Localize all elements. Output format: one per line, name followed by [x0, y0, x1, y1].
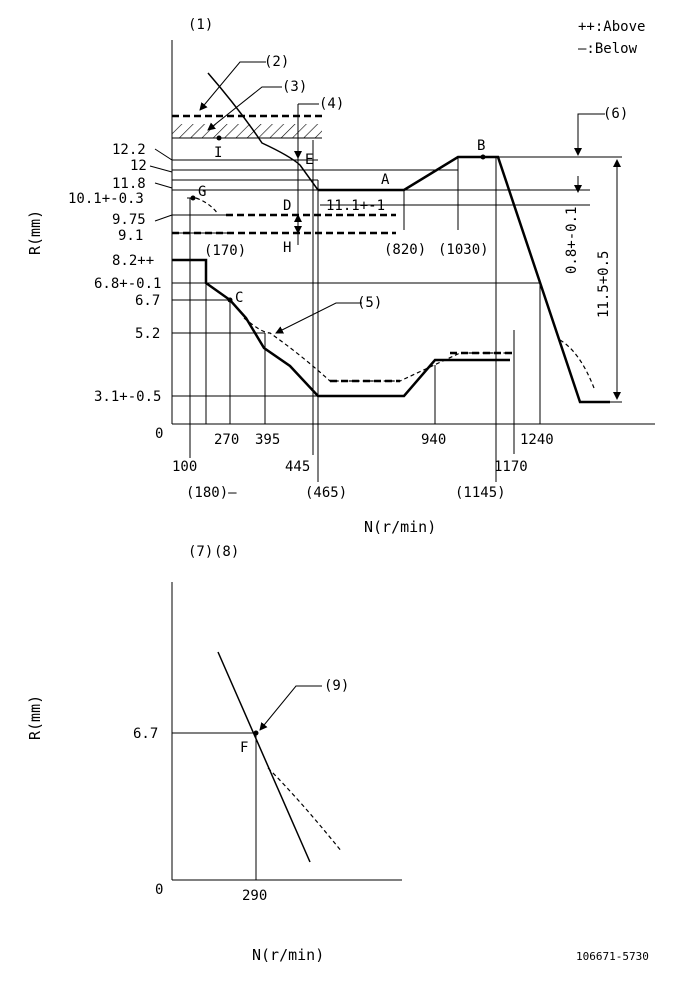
callout-1: (1) [188, 17, 213, 33]
label-170: (170) [204, 243, 246, 259]
point-c [227, 297, 233, 303]
leader-11-8 [154, 182, 173, 189]
xlabel-395: 395 [255, 432, 280, 448]
point-label-c: C [235, 290, 243, 306]
origin-bottom: 0 [155, 882, 163, 898]
bottom-ylabel: R(mm) [26, 695, 44, 740]
label-dim-big: 11.5+0.5 [596, 251, 612, 318]
point-label-a: A [381, 172, 390, 188]
idle-curve-solid [172, 258, 510, 398]
callout-9-leader [259, 685, 322, 731]
callout-9: (9) [324, 678, 349, 694]
bottom-ylabel-6-7: 6.7 [133, 726, 158, 742]
point-label-h: H [283, 240, 291, 256]
xlabel-270: 270 [214, 432, 239, 448]
point-b [480, 154, 486, 160]
top-chart: (1) (2) (3) (4) (5) (6) ++:Above —:Below… [26, 17, 655, 536]
point-label-d: D [283, 198, 291, 214]
top-xlabel: N(r/min) [364, 518, 436, 536]
ylabel-10-1: 10.1+-0.3 [68, 191, 144, 207]
xlabel-465: (465) [305, 485, 347, 501]
label-820: (820) [384, 242, 426, 258]
bottom-xlabel: N(r/min) [252, 946, 324, 964]
ylabel-9-75: 9.75 [112, 212, 146, 228]
high-end-dashed [559, 339, 595, 389]
label-11-1: 11.1+-1 [326, 198, 385, 214]
ylabel-12-2: 12.2 [112, 142, 146, 158]
callout-2-leader [199, 61, 266, 111]
ylabel-5-2: 5.2 [135, 326, 160, 342]
ylabel-6-7: 6.7 [135, 293, 160, 309]
ylabel-8-2: 8.2++ [112, 253, 154, 269]
bottom-xlabel-290: 290 [242, 888, 267, 904]
idle-curve-dashed [243, 317, 512, 382]
xlabel-940: 940 [421, 432, 446, 448]
origin-top: 0 [155, 426, 163, 442]
callout-2: (2) [264, 54, 289, 70]
xlabel-1170: 1170 [494, 459, 528, 475]
point-label-e: E [305, 152, 313, 168]
part-number: 106671-5730 [576, 950, 649, 963]
xlabel-445: 445 [285, 459, 310, 475]
point-label-f: F [240, 740, 248, 756]
xlabel-1240: 1240 [520, 432, 554, 448]
label-dim-small: 0.8+-0.1 [564, 207, 580, 274]
leader-12 [149, 165, 173, 173]
bottom-chart: (7) (8) (9) F 6.7 290 0 R(mm) N(r/min) [26, 544, 402, 964]
callout-4: (4) [319, 96, 344, 112]
upper-governor-curve [207, 72, 319, 191]
point-f [253, 730, 259, 736]
legend-above: ++:Above [578, 19, 645, 35]
xlabel-100: 100 [172, 459, 197, 475]
point-i [216, 135, 222, 141]
callout-6-leader [577, 113, 605, 148]
curve-g-dashed [195, 197, 219, 215]
characteristic-line-solid [217, 651, 311, 863]
callout-3-leader [207, 86, 282, 131]
callout-5-leader [275, 302, 362, 334]
callout-3: (3) [282, 79, 307, 95]
ylabel-3-1: 3.1+-0.5 [94, 389, 161, 405]
point-label-g: G [198, 184, 206, 200]
point-label-i: I [214, 145, 222, 161]
point-g [190, 195, 196, 201]
leader-9-75 [154, 214, 173, 222]
full-load-curve [318, 155, 610, 404]
legend-below: —:Below [578, 41, 638, 57]
characteristic-line-dashed [267, 767, 343, 853]
callout-7: (7) [188, 544, 213, 560]
ylabel-9-1: 9.1 [118, 228, 143, 244]
leader-12-2 [154, 148, 318, 161]
ylabel-11-8: 11.8 [112, 176, 146, 192]
point-label-b: B [477, 138, 485, 154]
xlabel-180: (180)— [186, 485, 237, 501]
hatched-zone [172, 124, 322, 138]
label-1030: (1030) [438, 242, 489, 258]
top-ylabel: R(mm) [26, 210, 44, 255]
xlabel-1145: (1145) [455, 485, 506, 501]
callout-8: (8) [214, 544, 239, 560]
ylabel-12: 12 [130, 158, 147, 174]
callout-6: (6) [603, 106, 628, 122]
callout-5: (5) [357, 295, 382, 311]
ylabel-6-8: 6.8+-0.1 [94, 276, 161, 292]
